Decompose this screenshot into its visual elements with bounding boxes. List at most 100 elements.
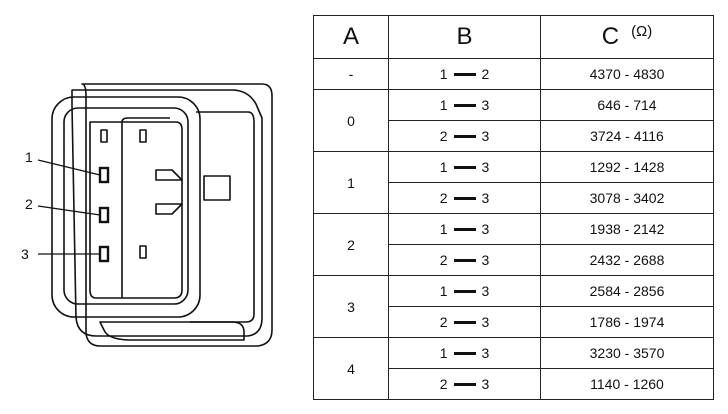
pin-pair-to: 3 [481, 314, 490, 330]
pin-pair-dash [453, 227, 476, 231]
slot-top-left [100, 129, 108, 143]
cell-c: 1292 - 1428 [540, 151, 714, 183]
header-b-label: B [456, 23, 473, 50]
pin-label-2: 2 [25, 196, 33, 212]
pin-pair-from: 2 [439, 252, 448, 268]
cell-a: 4 [313, 337, 389, 400]
pin-pair-to: 3 [481, 190, 490, 206]
header-a-label: A [342, 23, 359, 50]
pin-pair-dash [453, 258, 476, 262]
cell-c: 2584 - 2856 [540, 275, 714, 307]
slot-bottom-right [139, 245, 147, 259]
pin-pair-dash [453, 134, 476, 138]
cell-c: 4370 - 4830 [540, 58, 714, 90]
cell-c: 3078 - 3402 [540, 182, 714, 214]
cell-c: 3230 - 3570 [540, 337, 714, 369]
pin-pair-dash [453, 382, 476, 386]
pin-pair-dash [453, 103, 476, 107]
connector-housing-middle [71, 89, 263, 337]
header-b: B [388, 15, 541, 59]
connector-side-latch [203, 175, 231, 201]
pin-label-3: 3 [21, 246, 29, 262]
pin-pair-from: 1 [439, 159, 448, 175]
cell-c: 646 - 714 [540, 89, 714, 121]
pin-pair-to: 3 [481, 221, 490, 237]
cell-c: 3724 - 4116 [540, 120, 714, 152]
table-header-row: A B C(Ω) [313, 15, 714, 59]
pin-2 [98, 206, 110, 224]
connector-insert-wall [121, 117, 170, 298]
cell-a: 2 [313, 213, 389, 276]
pin-pair-dash [453, 320, 476, 324]
connector-cavity [89, 121, 183, 299]
pin-pair-to: 3 [481, 345, 490, 361]
pin-pair-from: 2 [439, 376, 448, 392]
leader-line-2 [37, 205, 101, 216]
connector-bottom-ledge [99, 321, 245, 341]
connector-key-notch-upper [155, 169, 183, 181]
pin-label-1: 1 [25, 149, 33, 165]
pin-pair-from: 2 [439, 190, 448, 206]
pin-3 [98, 245, 110, 263]
pin-pair-to: 2 [481, 66, 490, 82]
pin-pair-from: 1 [439, 221, 448, 237]
pin-pair-from: 1 [439, 283, 448, 299]
pin-pair-from: 1 [439, 345, 448, 361]
connector-housing-step [190, 111, 255, 323]
cell-a: 0 [313, 89, 389, 152]
cell-c: 2432 - 2688 [540, 244, 714, 276]
pin-pair-to: 3 [481, 97, 490, 113]
pin-pair-to: 3 [481, 283, 490, 299]
connector-key-notch-lower [155, 203, 183, 215]
header-a: A [313, 15, 389, 59]
pin-pair-dash [453, 196, 476, 200]
slot-top-right [139, 129, 147, 143]
header-unit: (Ω) [631, 23, 653, 40]
pin-pair-to: 3 [481, 376, 490, 392]
pin-pair-dash [453, 72, 476, 76]
pin-1 [98, 166, 110, 184]
pin-pair-from: 2 [439, 314, 448, 330]
cell-a: 1 [313, 151, 389, 214]
pin-pair-dash [453, 165, 476, 169]
pin-pair-to: 3 [481, 159, 490, 175]
cell-c: 1786 - 1974 [540, 306, 714, 338]
pin-pair-dash [453, 351, 476, 355]
pin-pair-from: 1 [439, 97, 448, 113]
cell-a: 3 [313, 275, 389, 338]
connector-diagram: 1 2 3 [21, 83, 273, 347]
connector-housing-back [81, 83, 273, 347]
